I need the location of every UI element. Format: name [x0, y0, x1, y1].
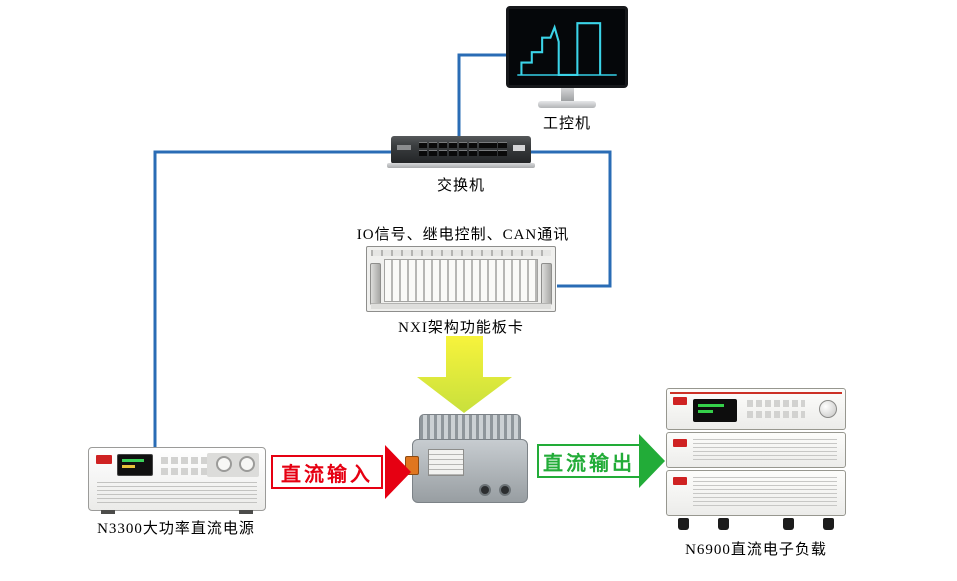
dut-port	[499, 484, 511, 496]
electronic-load-label: N6900直流电子负载	[685, 542, 827, 558]
switch-brand-badge	[513, 145, 525, 151]
ethernet-port	[459, 150, 467, 156]
wire-switch-to-nxi	[530, 150, 612, 288]
ethernet-port	[469, 142, 477, 148]
ethernet-port	[487, 150, 496, 156]
ethernet-port	[459, 142, 467, 148]
psu-brand-logo	[96, 455, 112, 464]
waveform-chart	[517, 22, 617, 76]
load-red-stripe	[670, 392, 842, 394]
ethernet-port	[419, 150, 427, 156]
dut-nameplate	[428, 449, 464, 476]
monitor-base	[538, 101, 596, 108]
load-caster	[823, 518, 834, 530]
nxi-board-slots	[384, 259, 538, 302]
nxi-left-handle	[370, 263, 381, 305]
ethernet-port	[429, 150, 437, 156]
nxi-chassis	[366, 246, 556, 312]
dut-heatsink-fins	[419, 414, 521, 440]
load-buttons-row	[747, 411, 805, 418]
nxi-chassis-label: NXI架构功能板卡	[398, 320, 524, 336]
ethernet-port	[469, 150, 477, 156]
ethernet-port	[449, 150, 457, 156]
load-buttons-row	[747, 400, 805, 407]
wire-pc-to-switch	[457, 53, 508, 140]
wire-switch-to-psu	[153, 150, 392, 449]
ethernet-port	[498, 142, 507, 148]
load-caster	[718, 518, 729, 530]
load-vents	[693, 439, 837, 461]
ethernet-port	[429, 142, 437, 148]
switch-ports	[419, 142, 497, 156]
psu-foot	[101, 510, 115, 514]
psu-output-socket	[239, 456, 255, 472]
monitor-stand	[560, 88, 574, 101]
load-brand-logo	[673, 439, 687, 447]
psu-buttons-row	[161, 457, 237, 464]
ethernet-port	[487, 142, 496, 148]
ethernet-port	[479, 142, 487, 148]
network-switch	[387, 136, 535, 168]
dc-output-arrowhead	[639, 434, 665, 488]
dc-input-arrowhead	[385, 445, 411, 499]
load-knob	[819, 400, 837, 418]
industrial-pc	[506, 6, 628, 108]
dc-output-arrow: 直流输出	[537, 444, 641, 478]
control-down-arrow	[417, 336, 512, 413]
electronic-load	[666, 388, 846, 530]
psu-output-socket	[216, 456, 232, 472]
dut-port	[479, 484, 491, 496]
load-top-unit	[666, 388, 846, 430]
nxi-right-handle	[541, 263, 552, 305]
nxi-bottom-rail	[371, 303, 551, 309]
psu-buttons-row	[161, 468, 237, 475]
dut-body	[405, 439, 528, 503]
load-brand-logo	[673, 477, 687, 485]
nxi-caption: IO信号、继电控制、CAN通讯	[356, 227, 570, 243]
ethernet-port	[479, 150, 487, 156]
ethernet-port	[419, 142, 427, 148]
dut-converter	[405, 414, 528, 503]
industrial-pc-label: 工控机	[542, 116, 591, 132]
nxi-top-rail	[371, 250, 551, 256]
load-display	[693, 399, 737, 422]
switch-uplink-ports	[487, 142, 507, 156]
pc-screen	[506, 6, 628, 88]
power-supply-label: N3300大功率直流电源	[97, 521, 255, 537]
psu-foot	[239, 510, 253, 514]
switch-logo	[397, 145, 411, 150]
load-bottom-unit	[666, 470, 846, 516]
load-caster	[678, 518, 689, 530]
ethernet-port	[498, 150, 507, 156]
dc-power-supply	[88, 447, 266, 514]
ethernet-port	[439, 150, 447, 156]
dc-output-arrow-label: 直流输出	[543, 452, 635, 475]
load-middle-unit	[666, 432, 846, 468]
dc-input-arrow-label: 直流输入	[281, 463, 373, 486]
psu-display	[117, 454, 153, 476]
load-vents	[693, 477, 837, 509]
dc-input-arrow: 直流输入	[271, 455, 383, 489]
load-caster	[783, 518, 794, 530]
ethernet-port	[449, 142, 457, 148]
psu-vents	[97, 482, 257, 504]
ethernet-port	[439, 142, 447, 148]
switch-base	[387, 163, 535, 168]
load-brand-logo	[673, 397, 687, 405]
network-switch-label: 交换机	[436, 178, 485, 194]
